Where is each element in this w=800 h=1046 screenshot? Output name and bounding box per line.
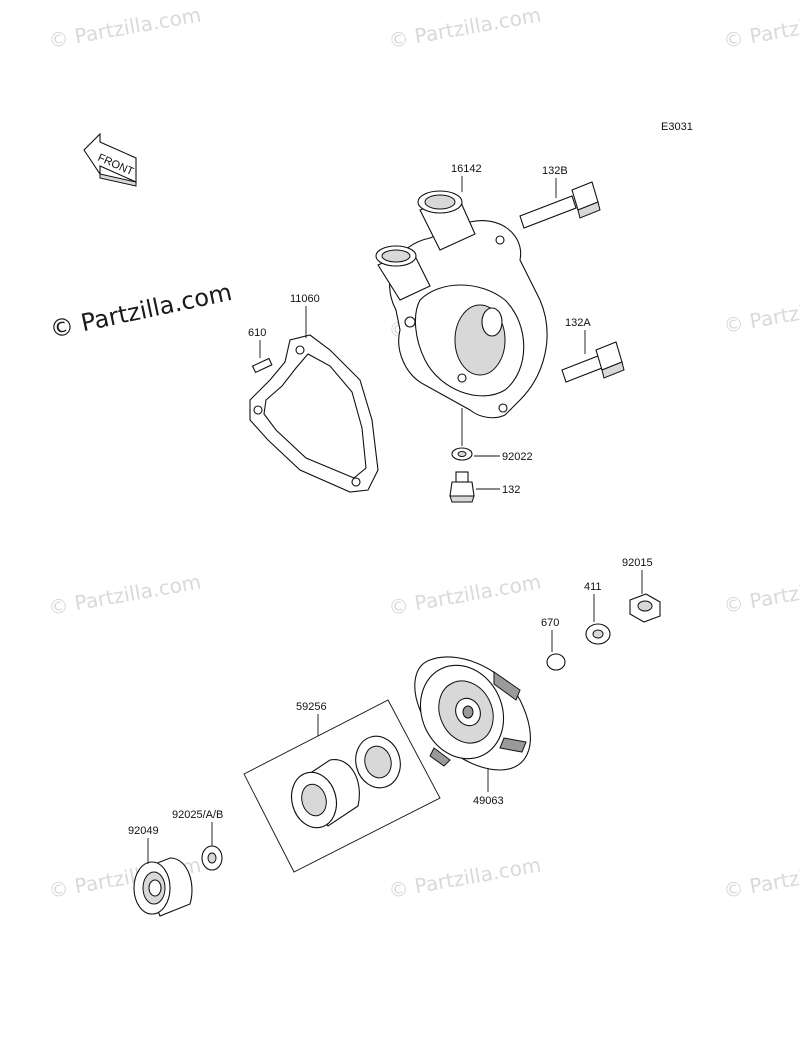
watermark: © Partzilla.com — [722, 567, 800, 617]
part-label-92015: 92015 — [622, 557, 653, 569]
part-label-92049: 92049 — [128, 825, 159, 837]
dowel-pin — [251, 357, 273, 374]
bolt-132b — [519, 181, 601, 229]
o-ring — [546, 653, 566, 671]
bearing — [133, 857, 193, 917]
watermark: © Partzilla.com — [722, 287, 800, 337]
diagram-code: E3031 — [661, 121, 693, 133]
part-label-11060: 11060 — [290, 293, 320, 305]
part-label-132: 132 — [502, 484, 520, 496]
watermark: © Partzilla.com — [387, 2, 543, 52]
bolt-132a — [561, 341, 625, 383]
part-label-92022: 92022 — [502, 451, 533, 463]
part-label-132a: 132A — [565, 317, 591, 329]
watermark: © Partzilla.com — [47, 2, 203, 52]
part-label-132b: 132B — [542, 165, 568, 177]
bolt-132 — [449, 471, 475, 503]
gasket — [249, 334, 379, 493]
watermark: © Partzilla.com — [387, 569, 543, 619]
part-label-670: 670 — [541, 617, 559, 629]
impeller — [414, 656, 531, 771]
watermark: © Partzilla.com — [387, 852, 543, 902]
nut-92015 — [629, 593, 661, 623]
part-label-49063: 59256 — [296, 701, 327, 713]
washer-92022 — [451, 447, 473, 461]
part-label-16142: 16142 — [451, 163, 482, 175]
seal-kit-box — [243, 699, 441, 873]
front-arrow-icon: FRONT — [83, 132, 137, 187]
part-label-92025: 92025/A/B — [172, 809, 223, 821]
part-label-610: 610 — [248, 327, 266, 339]
part-label-411: 411 — [584, 581, 602, 593]
watermark-main: © Partzilla.com — [47, 278, 234, 344]
part-label-59256: 49063 — [473, 795, 504, 807]
washer-411 — [585, 623, 611, 645]
washer-92025 — [201, 845, 223, 871]
watermark: © Partzilla.com — [722, 2, 800, 52]
pump-cover — [375, 190, 548, 419]
watermarks: © Partzilla.com © Partzilla.com © Partzi… — [47, 2, 800, 902]
watermark: © Partzilla.com — [47, 569, 203, 619]
watermark: © Partzilla.com — [722, 852, 800, 902]
